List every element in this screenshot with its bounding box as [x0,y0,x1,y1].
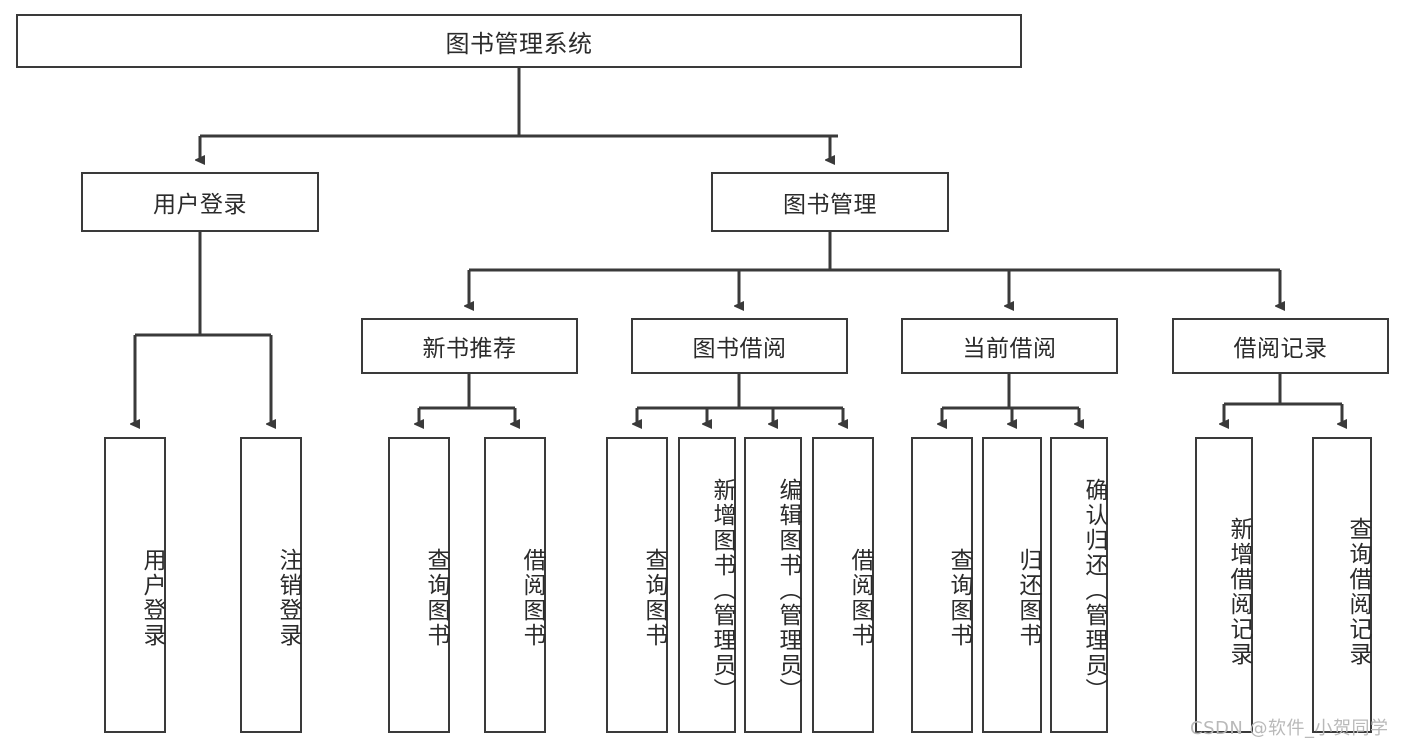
node-leaf-logout[interactable]: 注销登录 [240,437,302,733]
node-book-management-label: 图书管理 [783,192,877,218]
node-leaf-edit-book[interactable]: 编辑图书（管理员） [744,437,802,733]
node-leaf-borrow-book-1[interactable]: 借阅图书 [484,437,546,733]
node-leaf-add-borrow-record-label: 新增借阅记录 [1226,517,1252,667]
node-leaf-query-book-2-label: 查询图书 [641,548,667,648]
node-leaf-confirm-return-label: 确认归还（管理员） [1081,477,1107,703]
node-leaf-user-login-label: 用户登录 [139,548,165,648]
node-leaf-borrow-book-1-label: 借阅图书 [519,548,545,648]
node-leaf-return-book[interactable]: 归还图书 [982,437,1042,733]
node-leaf-confirm-return[interactable]: 确认归还（管理员） [1050,437,1108,733]
node-new-book-recommend[interactable]: 新书推荐 [361,318,578,374]
node-leaf-query-book-3-label: 查询图书 [946,548,972,648]
node-leaf-borrow-book-2-label: 借阅图书 [847,548,873,648]
node-leaf-query-book-1[interactable]: 查询图书 [388,437,450,733]
node-leaf-add-book[interactable]: 新增图书（管理员） [678,437,736,733]
node-borrow-record[interactable]: 借阅记录 [1172,318,1389,374]
node-leaf-query-borrow-record[interactable]: 查询借阅记录 [1312,437,1372,733]
node-new-book-recommend-label: 新书推荐 [422,336,517,362]
node-current-borrow[interactable]: 当前借阅 [901,318,1118,374]
node-current-borrow-label: 当前借阅 [962,336,1057,362]
node-leaf-logout-label: 注销登录 [275,548,301,648]
node-leaf-query-borrow-record-label: 查询借阅记录 [1345,517,1371,667]
node-user-login[interactable]: 用户登录 [81,172,319,232]
node-leaf-borrow-book-2[interactable]: 借阅图书 [812,437,874,733]
node-leaf-edit-book-label: 编辑图书（管理员） [775,477,801,703]
node-user-login-label: 用户登录 [153,192,247,218]
node-leaf-user-login[interactable]: 用户登录 [104,437,166,733]
node-leaf-add-borrow-record[interactable]: 新增借阅记录 [1195,437,1253,733]
node-leaf-query-book-3[interactable]: 查询图书 [911,437,973,733]
csdn-watermark-text: CSDN @软件_小贺同学 [1190,718,1389,739]
node-leaf-query-book-2[interactable]: 查询图书 [606,437,668,733]
node-leaf-query-book-1-label: 查询图书 [423,548,449,648]
node-leaf-return-book-label: 归还图书 [1015,548,1041,648]
csdn-watermark: CSDN @软件_小贺同学 [1190,714,1389,740]
node-borrow-record-label: 借阅记录 [1233,336,1328,362]
node-root[interactable]: 图书管理系统 [16,14,1022,68]
node-leaf-add-book-label: 新增图书（管理员） [709,477,735,703]
node-book-management[interactable]: 图书管理 [711,172,949,232]
node-book-borrow-label: 图书借阅 [692,336,787,362]
node-root-label: 图书管理系统 [445,29,593,58]
node-book-borrow[interactable]: 图书借阅 [631,318,848,374]
